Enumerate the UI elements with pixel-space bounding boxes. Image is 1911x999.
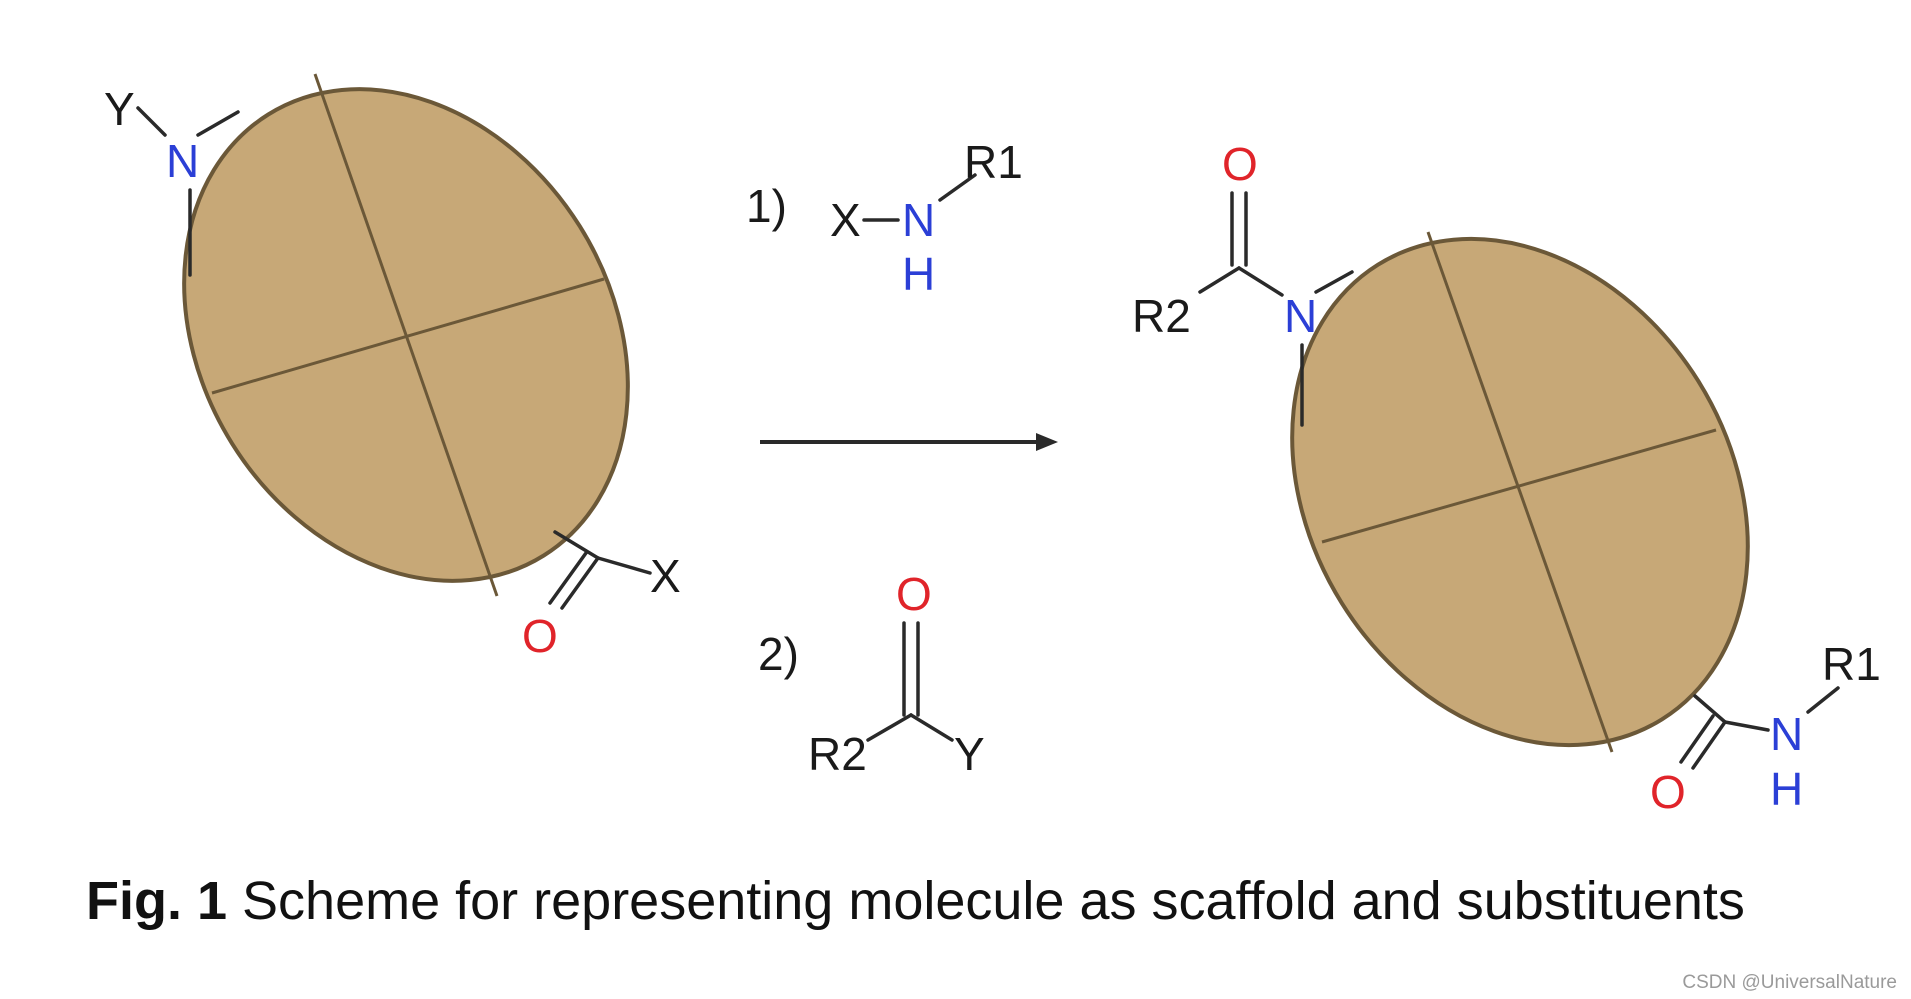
bond-c-x: [596, 556, 652, 575]
arrow-head: [1036, 433, 1058, 451]
caption-text: Scheme for representing molecule as scaf…: [242, 871, 1745, 931]
bond-c-y: [909, 713, 954, 742]
left-label-x: X: [650, 550, 681, 602]
bond-scaffold-c-bottom: [1693, 694, 1727, 724]
bond-bottom-c-o-1: [1691, 720, 1727, 770]
bond-y-n: [136, 106, 167, 137]
reagent-2: 2) O R2 Y: [758, 568, 985, 780]
left-label-y: Y: [104, 83, 135, 135]
reagent1-step: 1): [746, 180, 787, 232]
right-label-r2: R2: [1132, 290, 1191, 342]
caption-fig-number: Fig. 1: [86, 871, 228, 931]
reagent2-label-y: Y: [954, 728, 985, 780]
bond-c-o-2: [548, 551, 588, 605]
reagent2-step: 2): [758, 628, 799, 680]
watermark: CSDN @UniversalNature: [1682, 972, 1897, 993]
left-molecule: Y N X O: [104, 73, 681, 662]
left-label-n: N: [166, 135, 199, 187]
bond-r2-c-top: [1198, 266, 1241, 294]
bond-carbonyl-scaffold: [553, 530, 600, 560]
right-label-n-top: N: [1284, 290, 1317, 342]
reaction-arrow: [760, 433, 1058, 451]
right-label-o-bottom: O: [1650, 766, 1686, 818]
left-scaffold-divider-2: [211, 277, 605, 395]
reagent-1: 1) X N H R1: [746, 136, 1023, 300]
right-label-n-bottom: N: [1770, 708, 1803, 760]
bond-n-scaffold: [196, 110, 240, 137]
reagent2-label-o: O: [896, 568, 932, 620]
left-scaffold-divider-1: [313, 73, 499, 597]
figure-caption: Fig. 1 Scheme for representing molecule …: [86, 870, 1745, 932]
right-label-r1: R1: [1822, 638, 1881, 690]
right-molecule: O R2 N O N H R1: [1132, 138, 1881, 818]
bond-c-o-1: [560, 556, 600, 610]
reagent2-label-r2: R2: [808, 728, 867, 780]
right-label-o-top: O: [1222, 138, 1258, 190]
reagent1-label-r1: R1: [964, 136, 1023, 188]
bond-n-r1-bottom: [1806, 686, 1840, 714]
reagent1-label-n: N: [902, 194, 935, 246]
reagent1-label-x: X: [830, 194, 861, 246]
left-label-o: O: [522, 610, 558, 662]
bond-r2-c: [866, 713, 913, 742]
bond-c-n-bottom: [1723, 720, 1770, 732]
bond-bottom-c-o-2: [1679, 714, 1715, 764]
right-scaffold-divider-1: [1426, 231, 1614, 753]
right-scaffold-divider-2: [1321, 428, 1717, 544]
bond-c-n-top: [1237, 266, 1284, 297]
right-label-h: H: [1770, 763, 1803, 815]
bond-n-r1: [938, 173, 977, 202]
bond-n-scaffold-top: [1314, 270, 1354, 294]
reagent1-label-h: H: [902, 248, 935, 300]
